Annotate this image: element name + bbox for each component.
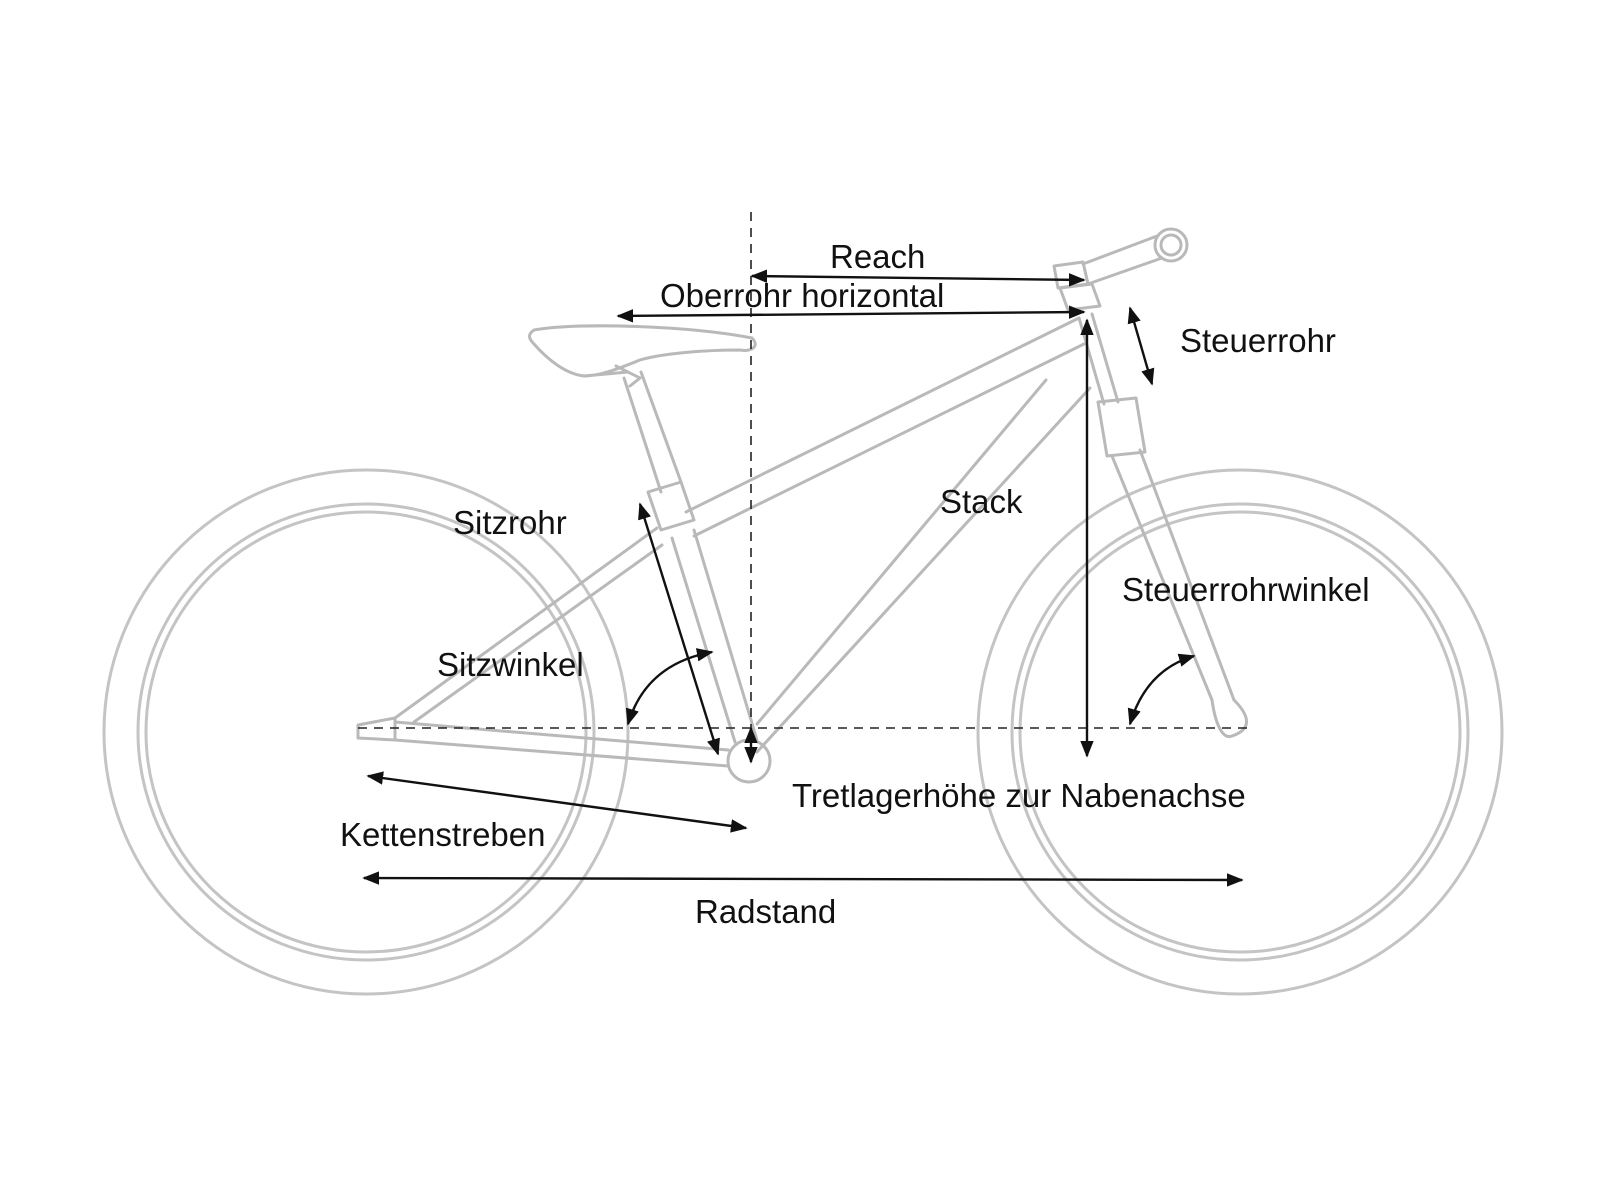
stem	[1052, 234, 1164, 312]
seat-clamp	[646, 480, 696, 532]
label-steuerrohr: Steuerrohr	[1180, 322, 1336, 359]
rear-dropout	[356, 716, 397, 742]
handlebar-inner	[1159, 233, 1183, 257]
label-radstand: Radstand	[695, 893, 836, 930]
handlebar	[1153, 227, 1189, 263]
fork-dropout	[1210, 698, 1248, 738]
down-tube	[755, 378, 1092, 754]
saddle	[528, 324, 757, 378]
front-wheel	[976, 468, 1504, 996]
dimension-arrows	[362, 269, 1244, 887]
steuerrohrwinkel-arc-arrow	[1127, 653, 1196, 726]
label-steuerrohrwinkel: Steuerrohrwinkel	[1122, 571, 1370, 608]
label-reach: Reach	[830, 238, 925, 275]
label-stack: Stack	[940, 483, 1023, 520]
saddle-rail	[582, 364, 642, 388]
label-sitzwinkel: Sitzwinkel	[437, 646, 584, 683]
seat-tube	[670, 528, 759, 744]
rear-wheel	[102, 468, 630, 996]
fork-crown	[1096, 396, 1147, 458]
kettenstreben-arrow	[366, 771, 748, 833]
top-tube	[684, 316, 1086, 538]
seatstay	[393, 526, 664, 724]
label-kettenstreben: Kettenstreben	[340, 816, 545, 853]
label-sitzrohr: Sitzrohr	[453, 504, 567, 541]
reach-arrow	[750, 269, 1086, 287]
steuerrohr-arrow	[1127, 306, 1155, 386]
bike-outline	[102, 227, 1504, 996]
seat-post	[622, 370, 683, 494]
head-tube	[1077, 312, 1120, 406]
sitzrohr-arrow	[638, 502, 720, 756]
radstand-arrow	[362, 871, 1244, 887]
label-oberrohr-horizontal: Oberrohr horizontal	[660, 277, 944, 314]
label-tretlagerhoehe: Tretlagerhöhe zur Nabenachse	[792, 777, 1246, 814]
sitzwinkel-arc-arrow	[625, 648, 714, 726]
oberrohr-horizontal-arrow	[616, 305, 1086, 323]
